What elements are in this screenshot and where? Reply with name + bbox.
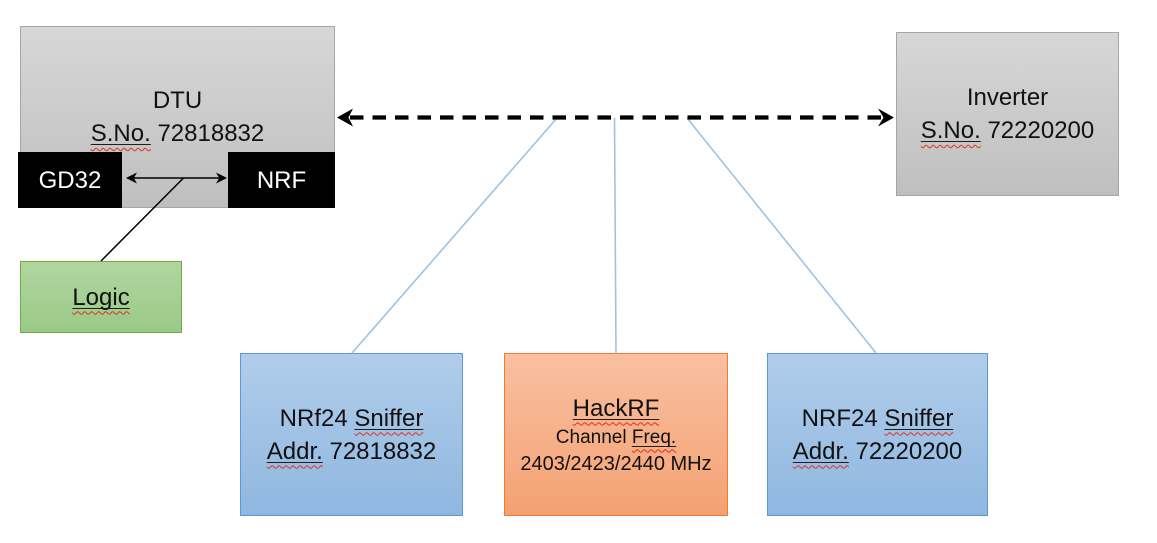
sniffer-right-word: Sniffer bbox=[884, 404, 954, 432]
nrf-chip-label: NRF bbox=[256, 166, 307, 194]
hackrf-title-word: HackRF bbox=[572, 394, 660, 422]
dtu-serial-value: 72818832 bbox=[157, 120, 265, 147]
inverter-serial-value: 72220200 bbox=[987, 117, 1095, 144]
sniffer-right-box: NRF24 Sniffer Addr. 72220200 bbox=[767, 353, 988, 516]
sniffer-left-title: NRf24 Sniffer bbox=[280, 402, 424, 435]
dashed-arrowhead-right bbox=[878, 108, 894, 127]
hackrf-channel-line: Channel Freq. bbox=[556, 425, 676, 451]
hackrf-frequencies: 2403/2423/2440 MHz bbox=[520, 452, 712, 475]
dashed-arrowhead-left bbox=[337, 108, 353, 127]
sniffer-right-address: Addr. 72220200 bbox=[793, 435, 963, 468]
hackrf-title: HackRF bbox=[573, 392, 660, 425]
sniffer-left-address: Addr. 72818832 bbox=[267, 435, 437, 468]
gd32-chip: GD32 bbox=[18, 152, 122, 208]
sniffer-left-word: Sniffer bbox=[354, 404, 424, 432]
connector-link-to-sniffer-left bbox=[351, 117, 558, 354]
nrf-chip: NRF bbox=[228, 152, 335, 208]
sniffer-left-model: NRf24 bbox=[279, 404, 348, 432]
sniffer-right-addr-label: Addr. bbox=[792, 437, 849, 465]
sniffer-left-box: NRf24 Sniffer Addr. 72818832 bbox=[240, 353, 463, 516]
hackrf-channel-word: Channel bbox=[555, 426, 627, 448]
logic-label: Logic bbox=[72, 283, 130, 311]
hackrf-box: HackRF Channel Freq. 2403/2423/2440 MHz bbox=[504, 353, 728, 516]
dtu-serial: S.No. 72818832 bbox=[91, 117, 264, 150]
inverter-box: Inverter S.No. 72220200 bbox=[896, 32, 1119, 196]
sniffer-right-addr-value: 72220200 bbox=[855, 437, 963, 465]
sniffer-right-title: NRF24 Sniffer bbox=[802, 402, 954, 435]
sniffer-left-addr-value: 72818832 bbox=[329, 437, 437, 465]
logic-box: Logic bbox=[20, 261, 182, 333]
sniffer-left-addr-label: Addr. bbox=[266, 437, 323, 465]
dtu-serial-label: S.No. bbox=[90, 120, 151, 147]
connector-link-to-sniffer-right bbox=[686, 117, 877, 354]
sniffer-right-model: NRF24 bbox=[801, 404, 878, 432]
connector-link-to-hackrf bbox=[613, 117, 617, 354]
hackrf-freq-word: Freq. bbox=[631, 426, 677, 448]
inverter-serial-label: S.No. bbox=[920, 117, 981, 144]
inverter-serial: S.No. 72220200 bbox=[921, 114, 1094, 147]
gd32-chip-label: GD32 bbox=[38, 166, 102, 194]
dtu-title: DTU bbox=[152, 87, 203, 114]
inverter-title: Inverter bbox=[966, 84, 1049, 111]
